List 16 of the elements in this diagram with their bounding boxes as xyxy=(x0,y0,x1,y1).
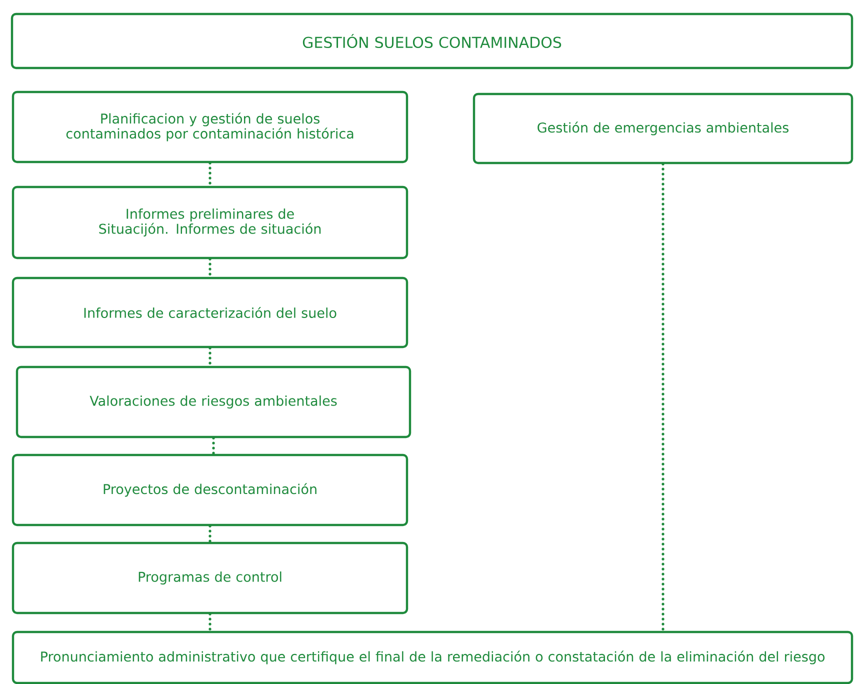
connector-line xyxy=(662,162,664,632)
process-box: Valoraciones de riesgos ambientales xyxy=(16,366,412,438)
process-box: Planificacion y gestión de suelos contaminados por contaminación histórica xyxy=(12,90,408,164)
process-box: Gestión de emergencias ambientales xyxy=(472,92,854,164)
connector-line xyxy=(208,612,212,632)
process-box: Informes preliminares de Situacijón. Informes de situación xyxy=(12,186,408,260)
process-box: Programas de control xyxy=(12,542,408,614)
title-box: GESTIÓN SUELOS CONTAMINADOS xyxy=(10,12,854,70)
connector-line xyxy=(212,436,215,456)
connector-line xyxy=(208,524,212,544)
connector-line xyxy=(208,258,212,278)
connector-line xyxy=(208,346,212,368)
process-box: Pronunciamiento administrativo que certifique el final de la remediación o constatación de la eliminación del riesgo xyxy=(12,630,854,684)
process-box: Informes de caracterización del suelo xyxy=(12,276,408,348)
connector-line xyxy=(208,162,212,188)
process-box: Proyectos de descontaminación xyxy=(12,454,408,526)
